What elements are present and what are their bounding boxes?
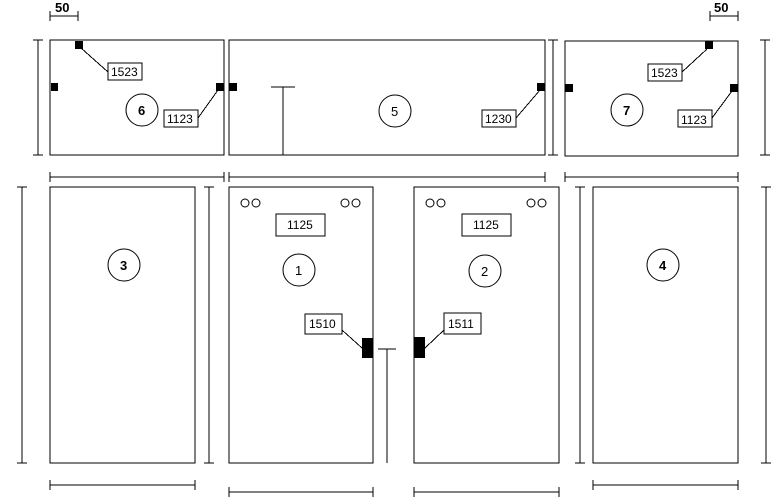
- panel-2: 1125 2 1511: [413, 186, 560, 464]
- hinge-marker: [362, 338, 373, 358]
- door-gap-marker: [378, 348, 396, 463]
- dimension-label-left: 50: [55, 0, 69, 15]
- panel-number-1: 1: [295, 263, 302, 278]
- panel-number-5: 5: [391, 104, 398, 119]
- hinge-marker: [229, 83, 237, 91]
- hole-icon: [537, 198, 547, 208]
- hole-icon: [425, 198, 435, 208]
- part-code-1123: 1123: [681, 113, 707, 127]
- panel-6: 1523 1123 6: [49, 39, 225, 156]
- panel-number-4: 4: [659, 258, 667, 273]
- hole-icon: [240, 198, 250, 208]
- hole-icon: [340, 198, 350, 208]
- part-code-1125: 1125: [287, 218, 313, 232]
- part-code-1230: 1230: [485, 112, 512, 126]
- panel-3: 3: [49, 186, 196, 464]
- hinge-marker: [565, 84, 573, 92]
- hinge-marker: [730, 84, 738, 92]
- part-code-1510: 1510: [309, 317, 336, 331]
- dimension-50-left: 50: [49, 0, 79, 21]
- panel-5: 5 1230: [228, 39, 546, 156]
- panel-number-3: 3: [120, 258, 127, 273]
- part-code-1523: 1523: [111, 65, 138, 79]
- middle-dimension-lines: [49, 172, 739, 182]
- bottom-dimension-lines: [49, 480, 739, 497]
- hole-icon: [351, 198, 361, 208]
- part-code-1523: 1523: [651, 66, 678, 80]
- dimension-label-right: 50: [714, 0, 728, 15]
- panel-number-2: 2: [481, 264, 488, 279]
- part-code-1123: 1123: [167, 112, 193, 126]
- panel-4: 4: [592, 186, 739, 464]
- hinge-marker: [75, 41, 83, 49]
- top-row-dimension-lines: [33, 39, 770, 156]
- hinge-marker: [51, 83, 58, 91]
- part-code-1511: 1511: [448, 317, 474, 331]
- part-code-1125: 1125: [473, 218, 499, 232]
- hinge-marker: [705, 41, 713, 49]
- hole-icon: [436, 198, 446, 208]
- panel-number-7: 7: [623, 103, 630, 118]
- hinge-marker: [216, 83, 224, 91]
- panel-7: 1523 7 1123: [564, 40, 739, 157]
- hinge-marker: [537, 83, 545, 91]
- hole-icon: [251, 198, 261, 208]
- panel-1: 1125 1 1510: [228, 186, 374, 464]
- bottom-row-dimension-lines: [17, 186, 771, 464]
- panel-number-6: 6: [138, 103, 145, 118]
- hole-icon: [526, 198, 536, 208]
- hinge-marker: [414, 337, 425, 358]
- dimension-50-right: 50: [709, 0, 739, 21]
